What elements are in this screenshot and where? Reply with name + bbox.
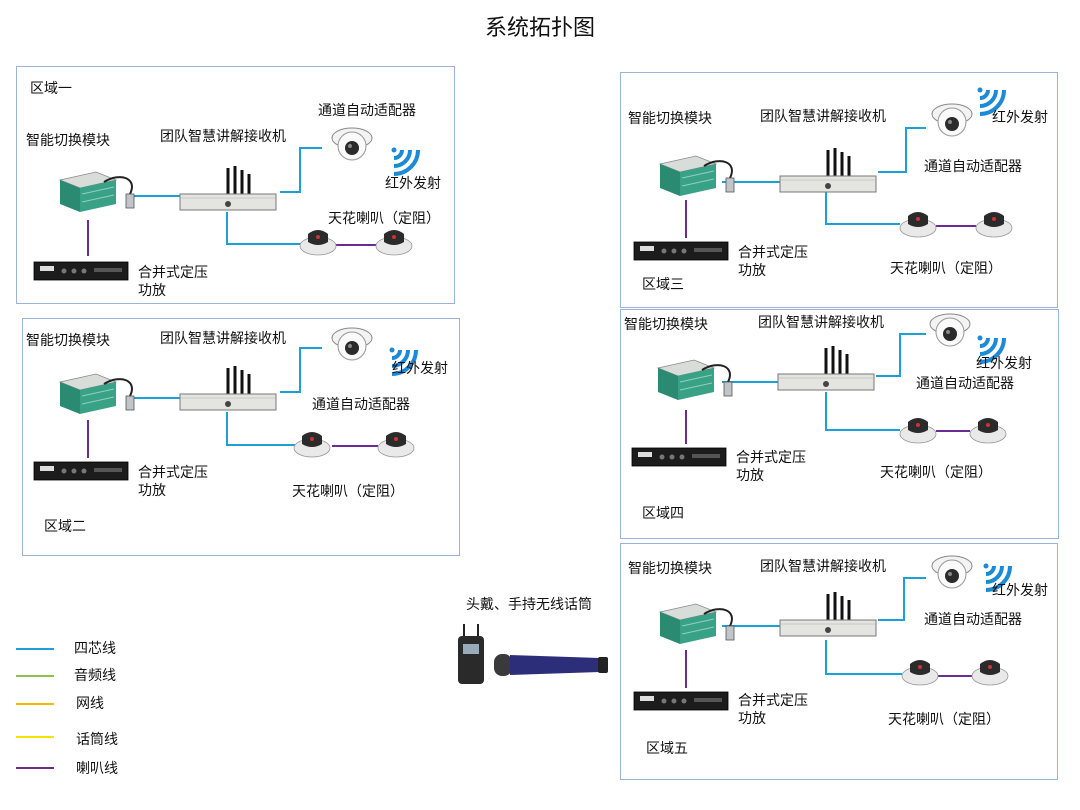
zone-5-frame: [620, 543, 1058, 780]
legend-line-four-core: [16, 648, 54, 650]
zone-4-amp-label-1: 合并式定压: [736, 450, 806, 466]
zone-3-frame: [620, 72, 1058, 308]
zone-1-amp-label-1: 合并式定压: [138, 265, 208, 281]
zone-2-receiver-label: 团队智慧讲解接收机: [160, 331, 286, 347]
zone-3-amp-label-1: 合并式定压: [738, 245, 808, 261]
zone-2-ir-label: 红外发射: [392, 361, 448, 377]
zone-5-amp-label-1: 合并式定压: [738, 693, 808, 709]
zone-4-name: 区域四: [642, 506, 684, 522]
zone-5-receiver-label: 团队智慧讲解接收机: [760, 559, 886, 575]
zone-5-amp-label-2: 功放: [738, 711, 766, 727]
zone-3-name: 区域三: [642, 277, 684, 293]
zone-2-adapter-label: 通道自动适配器: [312, 397, 410, 413]
zone-1-frame: [16, 66, 455, 304]
legend-line-mic: [16, 736, 54, 738]
zone-5-switch-label: 智能切换模块: [628, 561, 712, 577]
zone-4-adapter-label: 通道自动适配器: [916, 376, 1014, 392]
zone-3-ir-label: 红外发射: [992, 110, 1048, 126]
zone-1-speaker-label: 天花喇叭（定阻）: [328, 211, 440, 227]
legend-label-four-core: 四芯线: [74, 641, 116, 657]
legend-line-network: [16, 703, 54, 705]
zone-4-switch-label: 智能切换模块: [624, 317, 708, 333]
zone-2-switch-label: 智能切换模块: [26, 333, 110, 349]
zone-3-speaker-label: 天花喇叭（定阻）: [890, 261, 1002, 277]
zone-4-ir-label: 红外发射: [976, 356, 1032, 372]
zone-3-receiver-label: 团队智慧讲解接收机: [760, 109, 886, 125]
zone-5-name: 区域五: [646, 741, 688, 757]
zone-3-adapter-label: 通道自动适配器: [924, 159, 1022, 175]
zone-1-ir-label: 红外发射: [385, 176, 441, 192]
zone-2-name: 区域二: [44, 519, 86, 535]
zone-4-receiver-label: 团队智慧讲解接收机: [758, 315, 884, 331]
zone-1-receiver-label: 团队智慧讲解接收机: [160, 129, 286, 145]
zone-5-ir-label: 红外发射: [992, 583, 1048, 599]
zone-5-adapter-label: 通道自动适配器: [924, 612, 1022, 628]
legend-label-mic: 话筒线: [76, 732, 118, 748]
zone-4-speaker-label: 天花喇叭（定阻）: [880, 465, 992, 481]
handheld-mic-icon: [494, 654, 608, 676]
wireless-mic-label: 头戴、手持无线话筒: [466, 597, 592, 613]
zone-3-amp-label-2: 功放: [738, 263, 766, 279]
legend-line-audio: [16, 675, 54, 677]
zone-4-amp-label-2: 功放: [736, 468, 764, 484]
legend-label-speaker: 喇叭线: [76, 761, 118, 777]
zone-2-frame: [22, 318, 460, 556]
zone-4-frame: [620, 309, 1059, 539]
zone-1-switch-label: 智能切换模块: [26, 133, 110, 149]
zone-5-speaker-label: 天花喇叭（定阻）: [888, 712, 1000, 728]
page-title: 系统拓扑图: [484, 16, 595, 41]
zone-1-adapter-label: 通道自动适配器: [318, 103, 416, 119]
zone-2-speaker-label: 天花喇叭（定阻）: [292, 484, 404, 500]
zone-3-switch-label: 智能切换模块: [628, 111, 712, 127]
zone-2-amp-label-2: 功放: [138, 483, 166, 499]
zone-1-name: 区域一: [30, 81, 72, 97]
bodypack-transmitter-icon: [458, 624, 484, 684]
legend-label-audio: 音频线: [74, 668, 116, 684]
legend-line-speaker: [16, 767, 54, 769]
legend-label-network: 网线: [76, 696, 104, 712]
zone-1-amp-label-2: 功放: [138, 283, 166, 299]
zone-2-amp-label-1: 合并式定压: [138, 465, 208, 481]
